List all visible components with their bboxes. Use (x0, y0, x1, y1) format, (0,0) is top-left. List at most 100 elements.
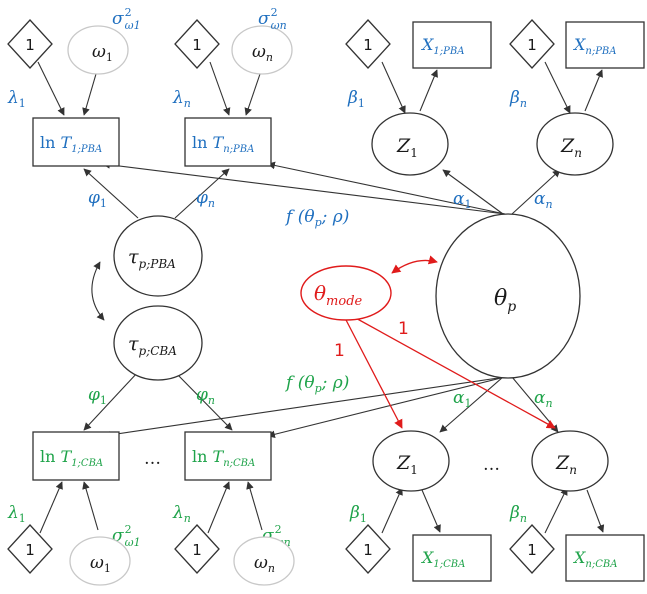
edge-omega1-lnT1-cba (82, 481, 99, 531)
pba-lambda-1-label: λ1 (7, 88, 26, 110)
pba-alpha-n-label: αn (534, 189, 553, 211)
cba-omega-n-node (233, 536, 295, 586)
pba-omega-n-label: ωn (252, 42, 273, 64)
cba-constant-1-left-label: 1 (25, 541, 35, 559)
edge-constn-Zn-pba (544, 61, 571, 114)
cba-constant-1-zn (509, 524, 555, 574)
theta-mode-label: θmode (314, 281, 363, 309)
edge-const1-Z1-cba (381, 487, 403, 534)
cba-lambda-1-label: λ1 (7, 503, 26, 525)
theta-mode-edge-label-1: 1 (334, 341, 345, 361)
pba-alpha-1-label: α1 (453, 189, 471, 211)
pba-constant-1-left-label: 1 (25, 36, 35, 54)
edge-constn-lnTn-cba (207, 481, 230, 534)
cba-Z1-label: Z1 (396, 452, 418, 477)
pba-lnTn-box (184, 117, 272, 167)
edge-Zn-Xn-pba (584, 69, 603, 112)
cba-phi-1-label: φ1 (88, 385, 107, 407)
edge-omegan-lnTn-cba (246, 481, 263, 531)
edge-theta-mode-covariance (391, 255, 438, 274)
cba-function-label: f (θp; ρ) (284, 373, 349, 395)
pba-X1-label: X1;PBA (420, 35, 464, 57)
pba-Xn-box (565, 21, 645, 69)
edge-theta-Z1-pba (442, 169, 504, 215)
cba-lnTn-label: ln Tn;CBA (192, 447, 255, 469)
edge-Z1-X1-pba (419, 69, 438, 112)
edge-const1-lnT1-cba (39, 481, 63, 534)
pba-Z1-label: Z1 (396, 135, 418, 160)
pba-constant-1-z1-label: 1 (363, 36, 373, 54)
edge-Z1-X1-cba (421, 489, 441, 533)
edge-theta-Z1-cba (439, 376, 504, 433)
edge-theta-Zn-pba (511, 169, 561, 215)
cba-alpha-1-label: α1 (453, 388, 471, 410)
pba-constant-1-zn (509, 19, 555, 69)
pba-constant-1-zn-label: 1 (527, 36, 537, 54)
cba-Xn-label: Xn;CBA (572, 548, 617, 570)
edge-tau-covariance (91, 261, 105, 321)
cba-constant-1-zn-label: 1 (527, 541, 537, 559)
edge-tau-lnTn-cba (174, 371, 233, 431)
edge-tau-lnT1-pba (83, 168, 139, 219)
edges (37, 61, 605, 534)
edge-omegan-lnTn-pba (244, 73, 261, 116)
cba-dots-Z: … (483, 455, 500, 475)
edge-Zn-Xn-cba (586, 489, 605, 533)
pba-constant-1-z1 (345, 19, 391, 69)
cba-alpha-n-label: αn (534, 388, 553, 410)
cba-omega-1-label: ω1 (90, 553, 111, 575)
theta-p-label: θp (494, 286, 516, 315)
edge-const1-lnT1-pba (37, 61, 65, 116)
pba-constant-1-left (7, 19, 53, 69)
pba-Zn-node (536, 112, 614, 176)
cba-phi-n-label: φn (196, 385, 215, 407)
edge-theta-lnTn-cba (267, 376, 506, 439)
pba-lambda-n-label: λn (172, 88, 191, 110)
cba-constant-1-left (7, 524, 53, 574)
cba-omega-1-node (69, 536, 131, 586)
cba-section: τp;CBA φ1 φn f (θp; ρ) α1 αn ln T1;CBA …… (7, 305, 645, 586)
cba-lambda-n-label: λn (172, 503, 191, 525)
cba-Zn-label: Zn (555, 452, 577, 477)
edge-constn-Zn-cba (544, 487, 568, 534)
cba-X1-label: X1;CBA (420, 548, 465, 570)
pba-Zn-label: Zn (560, 135, 582, 160)
pba-phi-1-label: φ1 (88, 188, 107, 210)
cba-lnT1-box (32, 431, 120, 481)
theta-p-node (435, 213, 581, 379)
pba-phi-n-label: φn (196, 188, 215, 210)
edge-theta-lnT1-pba (102, 161, 506, 215)
pba-constant-1-mid (174, 19, 220, 69)
pba-X1-box (412, 21, 492, 69)
cba-Z1-node (372, 430, 450, 492)
pba-Z1-node (371, 112, 449, 176)
edge-theta-lnT1-cba (102, 376, 506, 439)
cba-Zn-node (531, 430, 609, 492)
edge-mode-Zn-cba (351, 315, 556, 429)
theta-mode-node (300, 265, 392, 321)
pba-omega-n-node (231, 25, 293, 75)
cba-constant-1-mid-label: 1 (192, 541, 202, 559)
edge-omega1-lnT1-pba (82, 73, 97, 116)
cba-constant-1-mid (174, 524, 220, 574)
cba-constant-1-z1 (345, 524, 391, 574)
cba-lnTn-box (184, 431, 272, 481)
pba-tau-label: τp;PBA (128, 246, 176, 271)
edge-tau-lnT1-cba (83, 371, 139, 431)
cba-beta-n-label: βn (509, 503, 527, 525)
edge-mode-Z1-cba (344, 317, 403, 429)
cba-dots-T: … (144, 449, 161, 469)
cba-lnT1-label: ln T1;CBA (40, 447, 103, 469)
edge-theta-lnTn-pba (267, 161, 506, 215)
cba-omega-n-label: ωn (254, 553, 275, 575)
pba-constant-1-mid-label: 1 (192, 36, 202, 54)
pba-lnT1-label: ln T1;PBA (40, 133, 102, 155)
pba-beta-1-label: β1 (347, 88, 365, 110)
pba-function-label: f (θp; ρ) (284, 207, 349, 229)
cba-tau-label: τp;CBA (128, 333, 177, 358)
cba-beta-1-label: β1 (349, 503, 367, 525)
